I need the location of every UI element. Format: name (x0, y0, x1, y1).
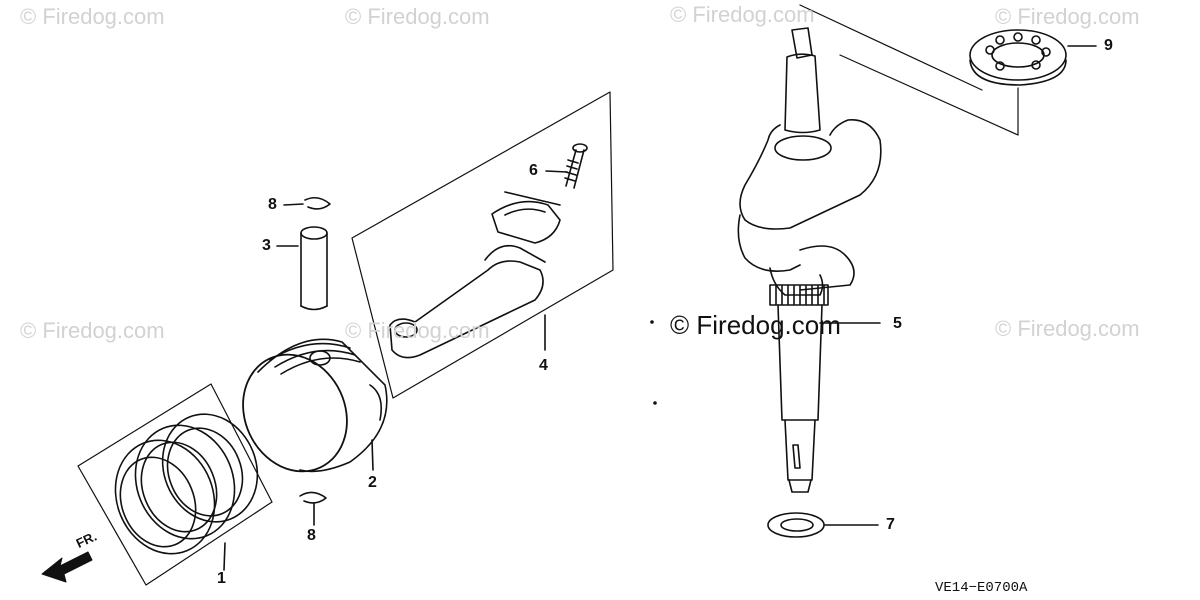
watermark-3: © Firedog.com (670, 2, 815, 27)
watermark-6: © Firedog.com (345, 318, 490, 343)
part-label-7: 7 (886, 516, 895, 533)
ball-bearing (969, 29, 1097, 86)
connecting-rod-bolt (545, 143, 588, 189)
part-label-1: 1 (217, 570, 226, 587)
connecting-rod (351, 91, 614, 399)
piston (242, 338, 388, 473)
diagram-code: VE14−E0700A (935, 580, 1028, 596)
watermark-2: © Firedog.com (345, 4, 490, 29)
part-label-8-bottom: 8 (307, 527, 316, 544)
piston-pin-clip-bottom (299, 491, 327, 526)
part-label-6: 6 (529, 162, 538, 179)
watermark-4: © Firedog.com (995, 4, 1140, 29)
piston-pin-clip-top (283, 196, 331, 210)
watermark-1: © Firedog.com (20, 4, 165, 29)
watermark-center: © Firedog.com (670, 310, 841, 340)
front-arrow (41, 551, 93, 583)
part-label-2: 2 (368, 474, 377, 491)
part-label-3: 3 (262, 237, 271, 254)
crankshaft (737, 27, 882, 493)
piston-pin (276, 226, 328, 311)
part-label-9: 9 (1104, 37, 1113, 54)
part-label-8-top: 8 (268, 196, 277, 213)
watermark-7: © Firedog.com (995, 316, 1140, 341)
bearing-guide-lines (799, 4, 1019, 136)
part-label-4: 4 (539, 357, 548, 374)
thrust-washer (767, 512, 879, 538)
part-label-5: 5 (893, 315, 902, 332)
piston-rings (77, 383, 273, 586)
watermark-5: © Firedog.com (20, 318, 165, 343)
